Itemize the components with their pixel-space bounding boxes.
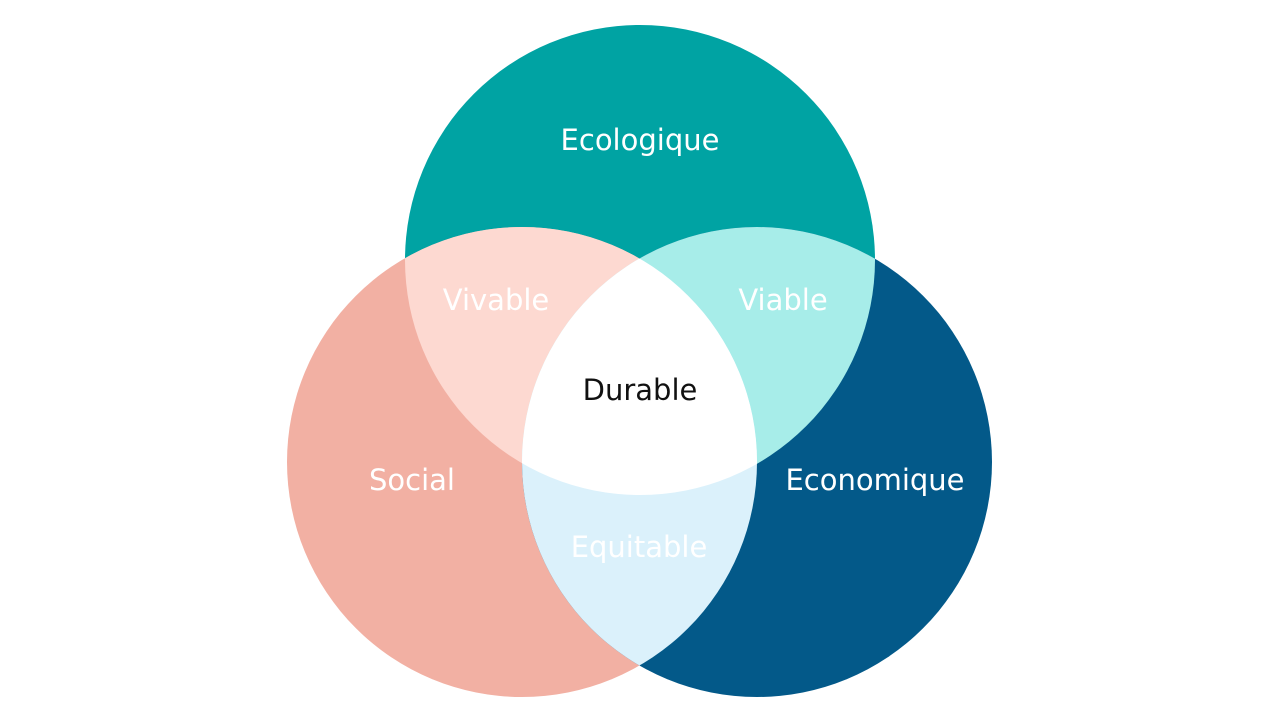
label-social: Social	[369, 463, 455, 497]
label-durable: Durable	[583, 373, 698, 407]
label-viable: Viable	[738, 283, 827, 317]
label-economique: Economique	[785, 463, 964, 497]
label-ecologique: Ecologique	[561, 123, 720, 157]
overlap-durable	[522, 227, 757, 495]
label-vivable: Vivable	[443, 283, 550, 317]
label-equitable: Equitable	[571, 530, 708, 564]
